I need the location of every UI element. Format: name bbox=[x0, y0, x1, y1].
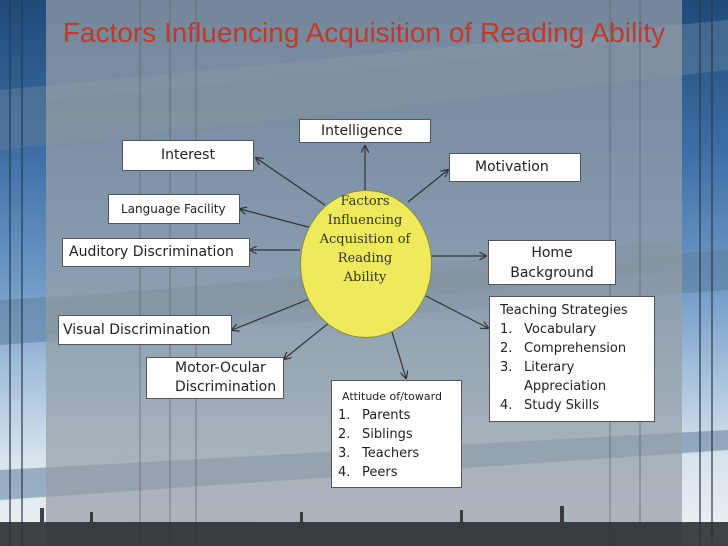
arrow-motivation bbox=[407, 170, 448, 203]
node-auditory-discrimination: Auditory Discrimination bbox=[62, 238, 250, 267]
list-item: 2.Comprehension bbox=[500, 341, 627, 356]
slide-title: Factors Influencing Acquisition of Readi… bbox=[62, 17, 666, 48]
node-visual-discrimination: Visual Discrimination bbox=[58, 315, 232, 345]
attitude-heading: Attitude of/toward bbox=[342, 390, 442, 403]
teaching-strategies-list: 1.Vocabulary 2.Comprehension 3.Literary … bbox=[500, 320, 650, 415]
node-teaching-strategies: Teaching Strategies 1.Vocabulary 2.Compr… bbox=[489, 296, 655, 422]
node-language-facility: Language Facility bbox=[108, 194, 240, 224]
list-item: 3.Literary Appreciation bbox=[500, 360, 607, 394]
arrow-attitude bbox=[391, 331, 406, 378]
arrow-motor-ocular bbox=[284, 321, 331, 359]
node-interest: Interest bbox=[122, 140, 254, 171]
node-home-background: Home Background bbox=[488, 240, 616, 285]
node-intelligence: Intelligence bbox=[299, 119, 431, 143]
list-item: 1.Vocabulary bbox=[500, 322, 597, 337]
list-item: 1.Parents bbox=[338, 408, 411, 423]
list-item: 3.Teachers bbox=[338, 446, 420, 461]
node-attitude: Attitude of/toward 1.Parents 2.Siblings … bbox=[331, 380, 462, 488]
list-item: 4.Study Skills bbox=[500, 398, 600, 413]
arrow-language-facility bbox=[240, 209, 313, 229]
teaching-strategies-heading: Teaching Strategies bbox=[500, 303, 628, 318]
arrow-interest bbox=[256, 158, 326, 206]
arrow-visual bbox=[232, 297, 313, 330]
node-motivation: Motivation bbox=[449, 153, 581, 182]
list-item: 4.Peers bbox=[338, 465, 398, 480]
central-concept-ellipse bbox=[300, 190, 432, 338]
arrow-teaching bbox=[425, 295, 488, 328]
list-item: 2.Siblings bbox=[338, 427, 413, 442]
attitude-list: 1.Parents 2.Siblings 3.Teachers 4.Peers bbox=[338, 406, 461, 482]
node-motor-ocular-discrimination: Motor-Ocular Discrimination bbox=[146, 357, 284, 399]
central-concept-label: Factors Influencing Acquisition of Readi… bbox=[319, 194, 411, 285]
